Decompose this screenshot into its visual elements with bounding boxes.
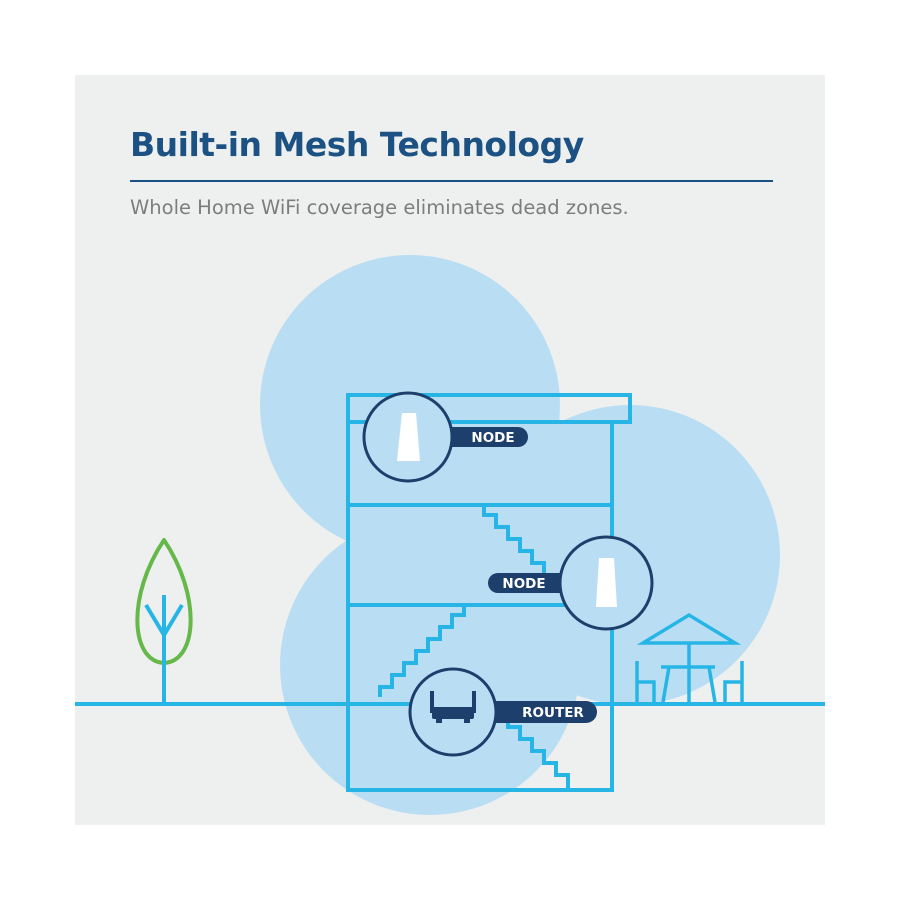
- node-icon: [397, 413, 420, 461]
- node-top-label: NODE: [471, 430, 514, 446]
- title-divider: [130, 180, 773, 182]
- node-label-pill: [435, 427, 528, 447]
- router: ROUTER: [408, 667, 597, 757]
- picnic-table-icon: [635, 612, 744, 703]
- node-icon: [596, 558, 617, 607]
- node-middle-label: NODE: [502, 576, 545, 592]
- router-label: ROUTER: [522, 705, 584, 721]
- node-top: NODE: [362, 391, 528, 483]
- page-subtitle: Whole Home WiFi coverage eliminates dead…: [130, 196, 629, 219]
- page-title: Built-in Mesh Technology: [130, 125, 584, 164]
- node-middle: NODE: [488, 535, 654, 631]
- router-icon: [430, 691, 476, 723]
- tree-icon: [135, 538, 193, 702]
- router-label-pill: [485, 701, 597, 723]
- house-coverage-illustration: NODE NODE ROUTER: [75, 255, 825, 815]
- mesh-infographic: Built-in Mesh Technology Whole Home WiFi…: [75, 75, 825, 825]
